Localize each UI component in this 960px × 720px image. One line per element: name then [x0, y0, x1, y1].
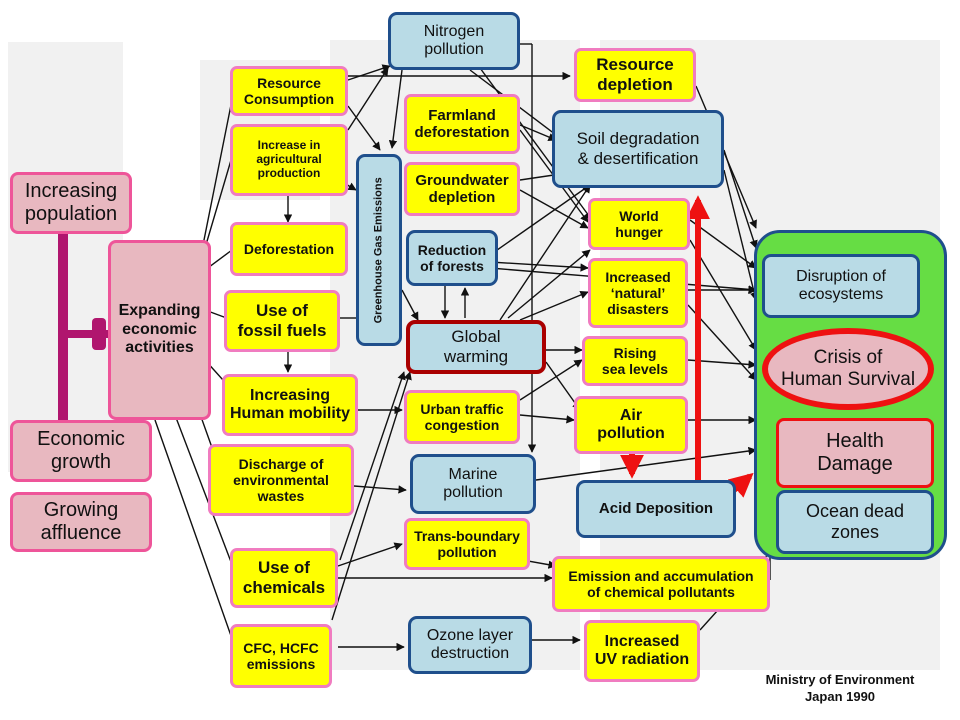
increasing-population-box: Increasing population [10, 172, 132, 234]
increase-agricultural-box: Increase in agricultural production [230, 124, 348, 196]
use-chemicals-box: Use of chemicals [230, 548, 338, 608]
acid-deposition-box: Acid Deposition [576, 480, 736, 538]
groundwater-depletion-box: Groundwater depletion [404, 162, 520, 216]
ozone-destruction-box: Ozone layer destruction [408, 616, 532, 674]
population-bracket [58, 228, 110, 420]
emission-chemicals-box: Emission and accumulation of chemical po… [552, 556, 770, 612]
global-warming-box: Global warming [406, 320, 546, 374]
rising-sea-levels-box: Rising sea levels [582, 336, 688, 386]
cfc-emissions-box: CFC, HCFC emissions [230, 624, 332, 688]
farmland-deforestation-box: Farmland deforestation [404, 94, 520, 154]
nitrogen-pollution-box: Nitrogen pollution [388, 12, 520, 70]
deforestation-box: Deforestation [230, 222, 348, 276]
marine-pollution-box: Marine pollution [410, 454, 536, 514]
natural-disasters-box: Increased ‘natural’ disasters [588, 258, 688, 328]
growing-affluence-box: Growing affluence [10, 492, 152, 552]
increasing-mobility-box: Increasing Human mobility [222, 374, 358, 436]
uv-radiation-box: Increased UV radiation [584, 620, 700, 682]
greenhouse-gas-box: Greenhouse Gas Emissions [356, 154, 402, 346]
disruption-ecosystems-box: Disruption of ecosystems [762, 254, 920, 318]
crisis-survival-box: Crisis of Human Survival [762, 328, 934, 410]
health-damage-box: Health Damage [776, 418, 934, 488]
expanding-economic-activities-box: Expanding economic activities [108, 240, 211, 420]
source-credit: Ministry of Environment Japan 1990 [765, 672, 915, 704]
reduction-forests-box: Reduction of forests [406, 230, 498, 286]
transboundary-pollution-box: Trans-boundary pollution [404, 518, 530, 570]
use-fossil-fuels-box: Use of fossil fuels [224, 290, 340, 352]
economic-growth-box: Economic growth [10, 420, 152, 482]
discharge-wastes-box: Discharge of environmental wastes [208, 444, 354, 516]
soil-degradation-box: Soil degradation & desertification [552, 110, 724, 188]
resource-consumption-box: Resource Consumption [230, 66, 348, 116]
ocean-dead-zones-box: Ocean dead zones [776, 490, 934, 554]
resource-depletion-box: Resource depletion [574, 48, 696, 102]
world-hunger-box: World hunger [588, 198, 690, 250]
air-pollution-box: Air pollution [574, 396, 688, 454]
urban-traffic-box: Urban traffic congestion [404, 390, 520, 444]
